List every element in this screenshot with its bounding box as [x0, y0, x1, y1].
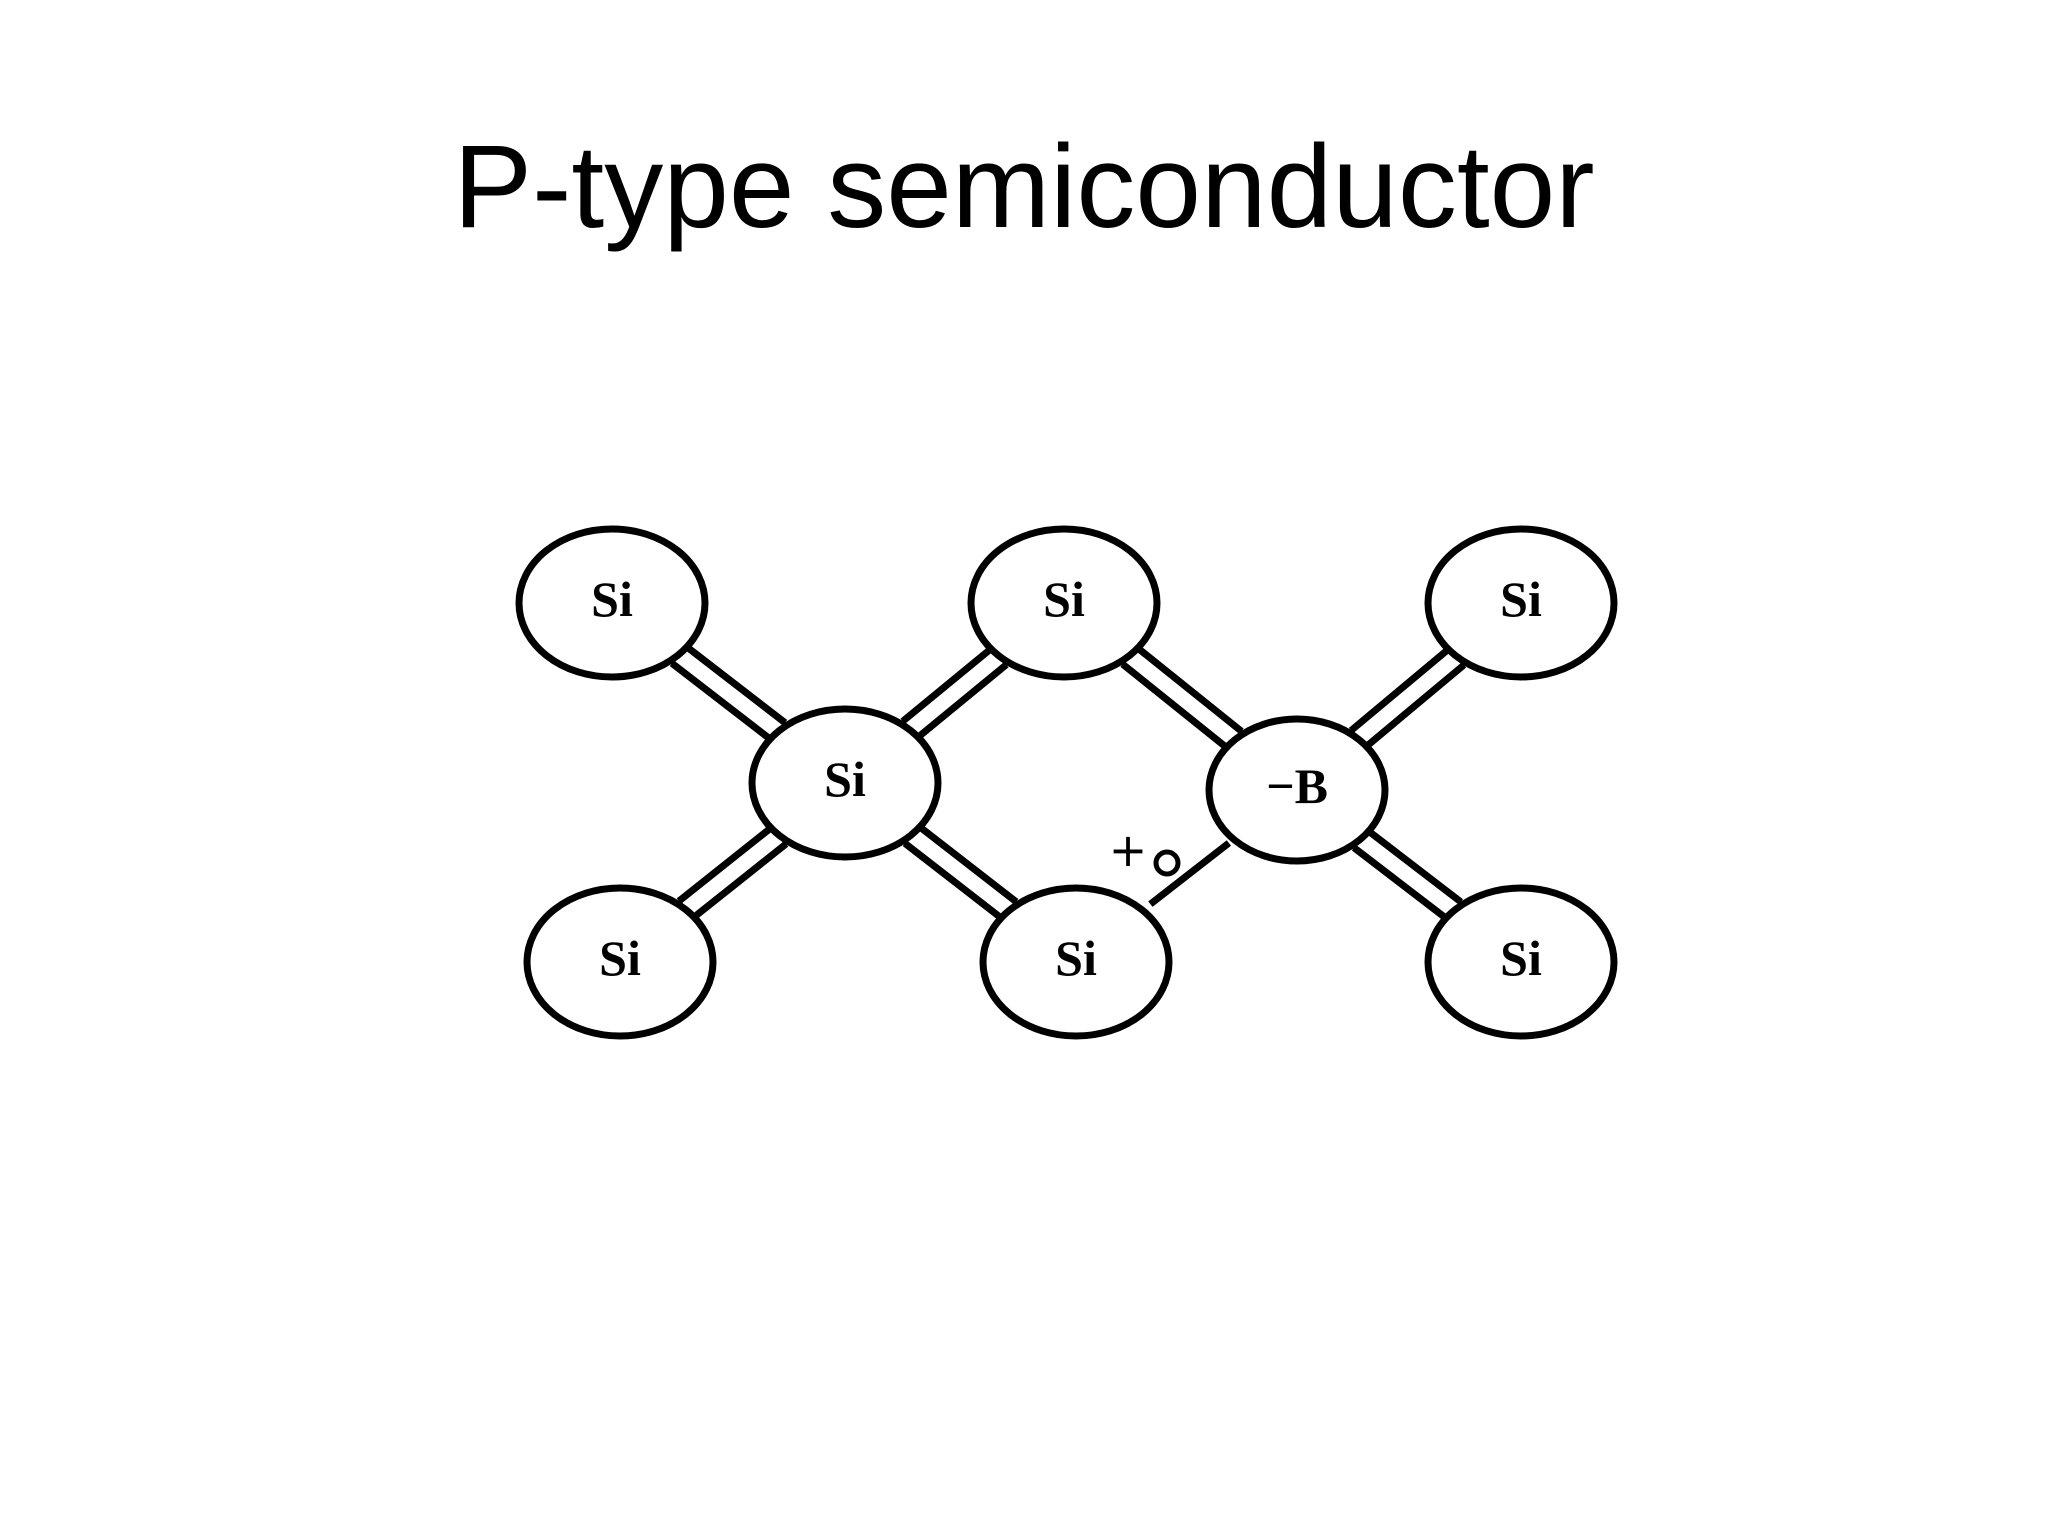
bond-si-bottom-middle-si-center-line-1 [902, 840, 1005, 922]
atom-si-top-left: Si [515, 525, 709, 681]
bond-si-top-middle-b-acceptor-line-1 [1134, 644, 1244, 735]
atom-circle [1424, 525, 1618, 681]
atom-circle [1424, 884, 1618, 1040]
atom-circle [515, 525, 709, 681]
bond-si-top-middle-si-center-line-2 [900, 644, 995, 725]
atom-circle [1205, 715, 1389, 865]
atom-label: Si [1500, 571, 1542, 627]
bond-si-bottom-right-b-acceptor-line-2 [1365, 827, 1463, 905]
atom-label: Si [591, 571, 633, 627]
bond-si-top-middle-b-acceptor-line-2 [1120, 661, 1230, 752]
atom-si-top-right: Si [1424, 525, 1618, 681]
bond-si-top-right-b-acceptor-line-2 [1348, 645, 1453, 734]
atom-si-center: Si [748, 705, 942, 861]
atom-circle [967, 525, 1161, 681]
atom-b-acceptor: −B [1205, 715, 1389, 865]
bond-si-top-middle-si-center-line-1 [914, 661, 1009, 742]
bond-si-bottom-left-si-center-line-2 [690, 841, 789, 922]
atom-circle [523, 884, 717, 1040]
atom-si-bottom-right: Si [1424, 884, 1618, 1040]
bond-si-bottom-right-b-acceptor-line-1 [1351, 844, 1450, 923]
atom-label: Si [1500, 930, 1542, 986]
bond-si-bottom-middle-si-center-line-2 [916, 823, 1019, 905]
atom-label: Si [824, 751, 866, 807]
bond-si-top-left-si-center-line-1 [683, 643, 788, 726]
bond-si-top-right-b-acceptor-line-1 [1362, 662, 1467, 751]
slide-title: P-type semiconductor [453, 121, 1595, 253]
atom-label: Si [1043, 571, 1085, 627]
atom-circle [979, 884, 1173, 1040]
atom-si-top-middle: Si [967, 525, 1161, 681]
hole-charge-label: + [1109, 823, 1148, 877]
atom-label: Si [599, 930, 641, 986]
bonds-layer [669, 643, 1467, 923]
hole-marker: + [1109, 823, 1181, 877]
atom-si-bottom-middle: Si [979, 884, 1173, 1040]
bond-si-bottom-left-si-center-line-1 [676, 823, 775, 904]
atom-si-bottom-left: Si [523, 884, 717, 1040]
bond-si-top-left-si-center-line-2 [669, 660, 774, 743]
atom-label: −B [1266, 758, 1328, 814]
bond-si-bottom-middle-b-acceptor-line-1 [1148, 840, 1232, 907]
atom-label: Si [1055, 930, 1097, 986]
atom-circle [748, 705, 942, 861]
hole-circle [1153, 849, 1181, 877]
